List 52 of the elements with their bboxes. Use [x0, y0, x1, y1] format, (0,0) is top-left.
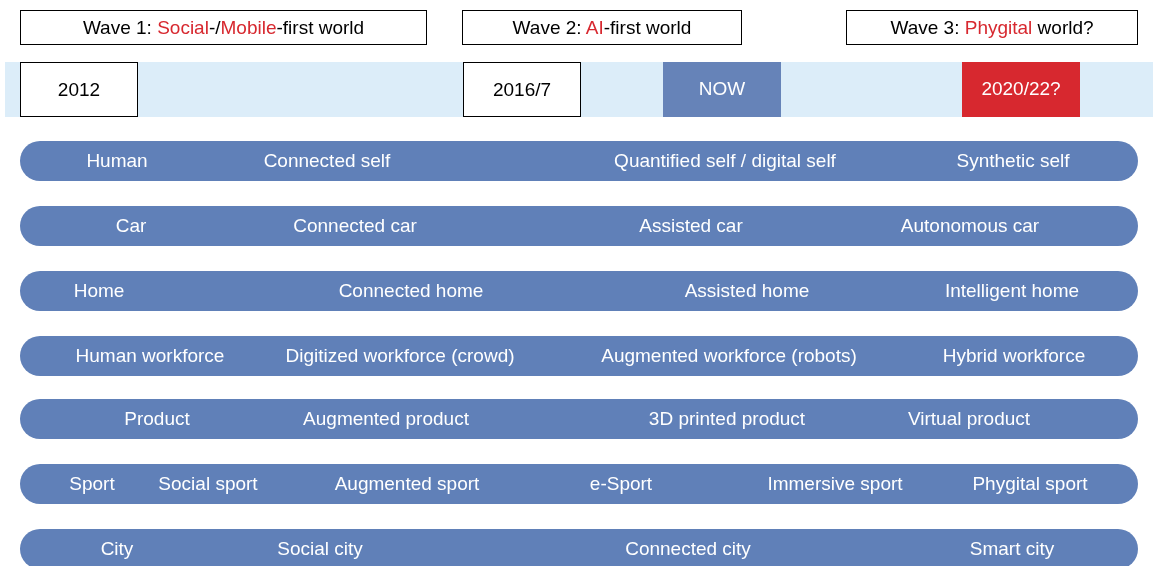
stage-label: Sport — [69, 473, 115, 495]
stage-label: Augmented sport — [334, 473, 480, 495]
stage-label: Connected self — [263, 150, 391, 172]
stage-label: Connected car — [293, 215, 417, 237]
year-label: 2020/22? — [980, 78, 1062, 100]
category-bar — [20, 336, 1138, 376]
category-bar — [20, 141, 1138, 181]
year-box — [962, 62, 1080, 117]
stage-label: Assisted car — [639, 215, 743, 237]
stage-label: Connected city — [625, 538, 751, 560]
wave-title: Wave 3: Phygital world? — [889, 17, 1095, 39]
stage-label: Car — [115, 215, 147, 237]
stage-label: Immersive sport — [767, 473, 903, 495]
stage-label: Intelligent home — [944, 280, 1080, 302]
timeline-band — [5, 62, 1153, 117]
year-box — [20, 62, 138, 117]
stage-label: Digitized workforce (crowd) — [285, 345, 515, 367]
stage-label: Connected home — [338, 280, 484, 302]
wave-title-box — [846, 10, 1138, 45]
stage-label: Social sport — [158, 473, 258, 495]
stage-label: City — [100, 538, 134, 560]
year-box — [663, 62, 781, 117]
stage-label: Home — [73, 280, 125, 302]
category-bar — [20, 464, 1138, 504]
stage-label: 3D printed product — [648, 408, 806, 430]
wave-title-box — [20, 10, 427, 45]
category-bar — [20, 399, 1138, 439]
year-label: NOW — [697, 78, 747, 100]
category-bar — [20, 529, 1138, 566]
wave-title-box — [462, 10, 742, 45]
year-label: 2016/7 — [491, 79, 553, 101]
stage-label: e-Sport — [589, 473, 653, 495]
wave-title: Wave 1: Social-/Mobile-first world — [81, 17, 366, 39]
category-bar — [20, 271, 1138, 311]
wave-title: Wave 2: AI-first world — [511, 17, 693, 39]
stage-label: Social city — [277, 538, 363, 560]
stage-label: Hybrid workforce — [942, 345, 1086, 367]
stage-label: Augmented workforce (robots) — [601, 345, 857, 367]
year-box — [463, 62, 581, 117]
stage-label: Phygital sport — [972, 473, 1088, 495]
stage-label: Assisted home — [684, 280, 810, 302]
stage-label: Human workforce — [75, 345, 225, 367]
stage-label: Autonomous car — [900, 215, 1040, 237]
stage-label: Product — [124, 408, 190, 430]
stage-label: Augmented product — [303, 408, 469, 430]
stage-label: Synthetic self — [956, 150, 1070, 172]
stage-label: Quantified self / digital self — [614, 150, 836, 172]
year-label: 2012 — [56, 79, 102, 101]
stage-label: Smart city — [969, 538, 1055, 560]
stage-label: Virtual product — [907, 408, 1031, 430]
stage-label: Human — [86, 150, 148, 172]
category-bar — [20, 206, 1138, 246]
